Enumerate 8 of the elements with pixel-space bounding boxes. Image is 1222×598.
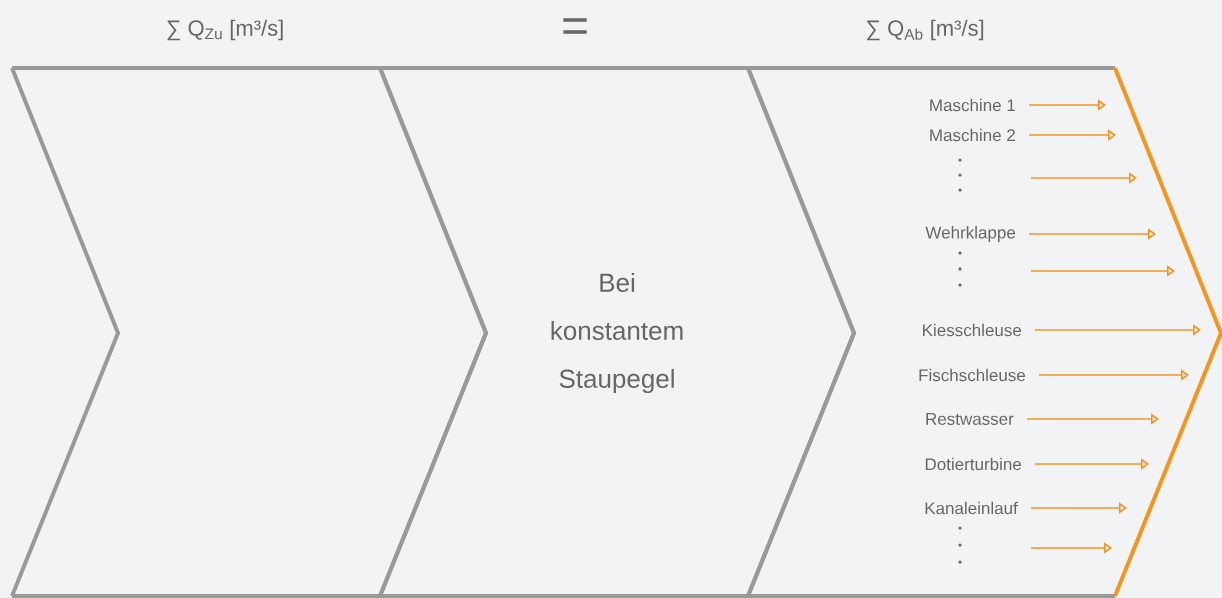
outflow-label: Wehrklappe	[925, 226, 1016, 242]
outflow-label: Maschine 2	[930, 128, 1015, 142]
outflow-label: Maschine 1	[930, 98, 1015, 112]
outflow-label: Kiesschleuse	[923, 323, 1022, 337]
outflow-label: Restwasser	[926, 413, 1014, 425]
outflow-label: Fischschleuse	[919, 368, 1026, 382]
outflow-label: Kanaleinlauf	[925, 501, 1018, 515]
outflow-label: Dotierturbine	[925, 457, 1022, 471]
